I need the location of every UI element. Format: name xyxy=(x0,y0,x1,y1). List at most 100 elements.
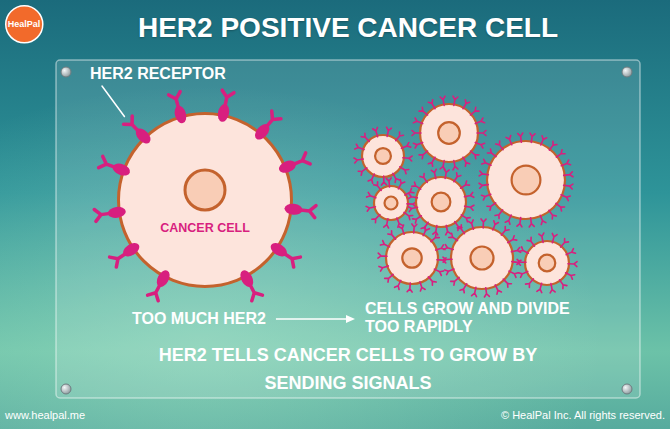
her2-receptor xyxy=(428,156,437,166)
her2-receptor xyxy=(412,131,421,136)
her2-receptor xyxy=(468,220,475,230)
screw xyxy=(622,384,632,394)
her2-receptor xyxy=(216,90,234,123)
cell-membrane xyxy=(416,177,466,227)
her2-receptor xyxy=(408,194,418,200)
her2-receptor xyxy=(539,136,547,146)
her2-receptor xyxy=(526,277,536,287)
her2-receptor xyxy=(169,92,189,125)
her2-receptor xyxy=(99,156,132,178)
her2-receptor xyxy=(429,234,439,244)
her2-receptor xyxy=(94,205,126,221)
her2-receptor xyxy=(550,233,557,243)
her2-receptor xyxy=(407,283,413,292)
logo-badge: HealPal xyxy=(5,5,44,44)
her2-receptor xyxy=(495,208,504,218)
her2-receptor xyxy=(411,224,417,233)
cell-nucleus xyxy=(539,255,556,272)
her2-receptor xyxy=(361,133,371,143)
dividing-cell xyxy=(366,178,416,228)
receptor-arms xyxy=(99,156,117,172)
her2-receptor xyxy=(547,141,556,151)
her2-receptor xyxy=(148,268,173,301)
her2-receptor xyxy=(487,149,497,158)
her2-receptor xyxy=(451,160,457,170)
screw xyxy=(61,384,71,394)
her2-receptor xyxy=(560,193,570,201)
her2-receptor xyxy=(444,245,454,252)
her2-receptor xyxy=(373,127,380,137)
her2-receptor xyxy=(385,273,395,283)
her2-receptor xyxy=(519,247,529,256)
her2-receptor xyxy=(366,204,376,211)
her2-receptor xyxy=(461,156,470,166)
her2-receptor xyxy=(444,225,451,235)
her2-receptor xyxy=(398,165,408,174)
dividing-cells xyxy=(354,96,577,297)
her2-receptor xyxy=(487,201,497,210)
glass-panel xyxy=(56,60,640,398)
her2-receptor xyxy=(110,240,142,267)
her2-receptor xyxy=(124,116,154,147)
her2-receptor xyxy=(433,267,443,275)
her2-receptor xyxy=(501,277,511,287)
her2-receptor xyxy=(519,269,529,277)
outline-circle xyxy=(119,114,292,287)
screw xyxy=(622,67,632,77)
dividing-cell xyxy=(408,169,474,235)
her2-receptor xyxy=(368,173,376,183)
her2-receptor xyxy=(445,267,455,275)
her2-receptor xyxy=(506,236,516,245)
her2-receptor xyxy=(419,149,429,159)
her2-receptor xyxy=(252,111,281,142)
her2-receptor xyxy=(460,283,469,293)
her2-receptor xyxy=(451,96,457,106)
her2-receptor xyxy=(358,166,368,175)
her2-receptor xyxy=(460,213,470,222)
her2-receptor xyxy=(372,213,382,223)
her2-receptor xyxy=(549,283,556,293)
her2-receptor xyxy=(482,159,492,167)
copyright-note: © HealPal Inc. All rights reserved. xyxy=(501,409,665,421)
her2-receptor xyxy=(418,281,426,291)
her2-receptor xyxy=(412,182,422,191)
her2-receptor xyxy=(560,160,570,168)
her2-receptor xyxy=(539,233,546,243)
her2-receptor xyxy=(384,218,391,228)
her2-receptor xyxy=(277,153,310,176)
her2-receptor xyxy=(537,283,544,293)
diagram-title: HER2 POSITIVE CANCER CELL xyxy=(138,12,558,44)
her2-receptor xyxy=(443,169,449,179)
node-text: HealPal xyxy=(8,19,41,29)
her2-receptor xyxy=(367,192,377,200)
her2-receptor xyxy=(529,133,535,143)
her2-receptor xyxy=(440,96,446,106)
receptor-arms xyxy=(262,111,281,130)
diagram-caption: HER2 TELLS CANCER CELLS TO GROW BY SENDI… xyxy=(128,341,568,397)
her2-receptor xyxy=(496,141,505,151)
her2-receptor xyxy=(528,217,534,227)
her2-receptor xyxy=(469,149,479,159)
receptor-body xyxy=(238,268,256,289)
receptor-arms xyxy=(281,249,300,267)
her2-receptor xyxy=(481,219,486,228)
her2-receptor xyxy=(563,172,573,178)
her2-receptor xyxy=(388,231,398,241)
her2-receptor xyxy=(469,107,479,117)
her2-receptor xyxy=(483,287,489,297)
outline-circle xyxy=(5,5,42,42)
her2-receptor xyxy=(421,226,429,236)
cell-nucleus xyxy=(512,166,541,195)
her2-receptor xyxy=(559,239,569,249)
cell-membrane xyxy=(451,227,513,289)
receptor-arms xyxy=(148,282,166,301)
her2-receptor xyxy=(568,261,577,266)
her2-receptor xyxy=(408,205,418,212)
her2-receptor xyxy=(505,214,513,224)
receptor-arms xyxy=(292,153,310,170)
her2-receptor xyxy=(481,192,491,200)
her2-receptor xyxy=(474,118,484,126)
her2-receptor xyxy=(555,150,565,159)
cell-nucleus xyxy=(470,246,493,269)
